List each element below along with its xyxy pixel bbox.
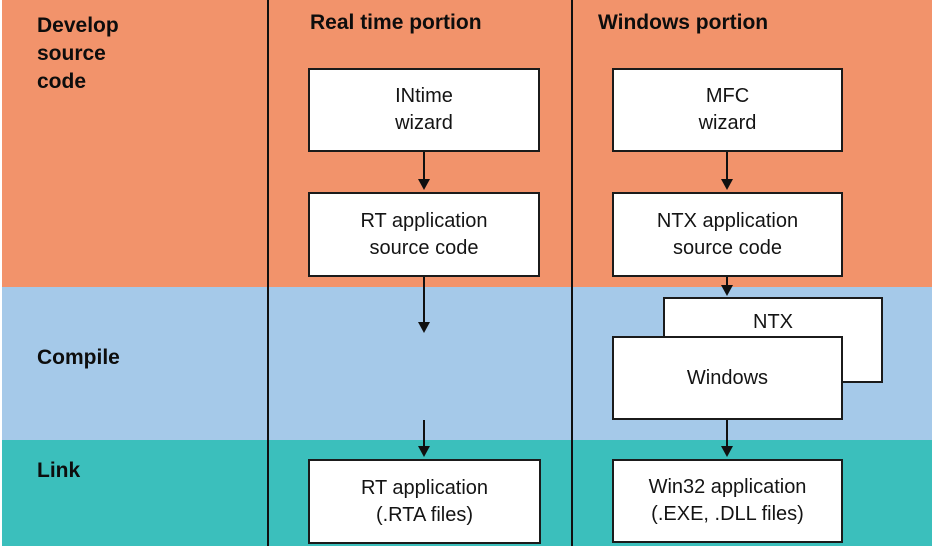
arrow-shaft — [423, 152, 425, 181]
arrow-intime-wizard-to-rt-source — [418, 152, 430, 190]
band-label-link: Link — [37, 459, 81, 482]
arrow-down-icon — [721, 285, 733, 296]
node-windows-compiler: Windows — [612, 336, 843, 420]
column-header-windows-portion: Windows portion — [598, 11, 769, 34]
arrow-down-icon — [418, 322, 430, 333]
node-ntx-application-source-code: NTX application source code — [612, 192, 843, 277]
column-separator-right — [571, 0, 573, 546]
arrow-shaft — [726, 152, 728, 181]
arrow-shaft — [423, 420, 425, 448]
arrow-ntx-source-to-compile — [721, 277, 733, 296]
node-win32-application-exe-dll-files: Win32 application (.EXE, .DLL files) — [612, 459, 843, 543]
arrow-down-icon — [721, 446, 733, 457]
arrow-real-time-compile-to-rt-link — [418, 420, 430, 457]
column-separator-left — [267, 0, 269, 546]
band-label-compile: Compile — [37, 346, 120, 369]
arrow-down-icon — [418, 179, 430, 190]
arrow-mfc-wizard-to-ntx-source — [721, 152, 733, 190]
node-mfc-wizard: MFC wizard — [612, 68, 843, 152]
node-intime-wizard: INtime wizard — [308, 68, 540, 152]
arrow-windows-compile-to-win32-link — [721, 420, 733, 457]
node-rt-application-source-code: RT application source code — [308, 192, 540, 277]
arrow-shaft — [726, 420, 728, 448]
band-label-develop-source-code: Develop source code — [37, 14, 119, 93]
arrow-shaft — [423, 277, 425, 324]
node-rt-application-rta-files: RT application (.RTA files) — [308, 459, 541, 544]
arrow-down-icon — [721, 179, 733, 190]
column-header-real-time-portion: Real time portion — [310, 11, 482, 34]
arrow-down-icon — [418, 446, 430, 457]
arrow-shaft — [726, 277, 728, 287]
arrow-rt-source-to-real-time-compile — [418, 277, 430, 333]
